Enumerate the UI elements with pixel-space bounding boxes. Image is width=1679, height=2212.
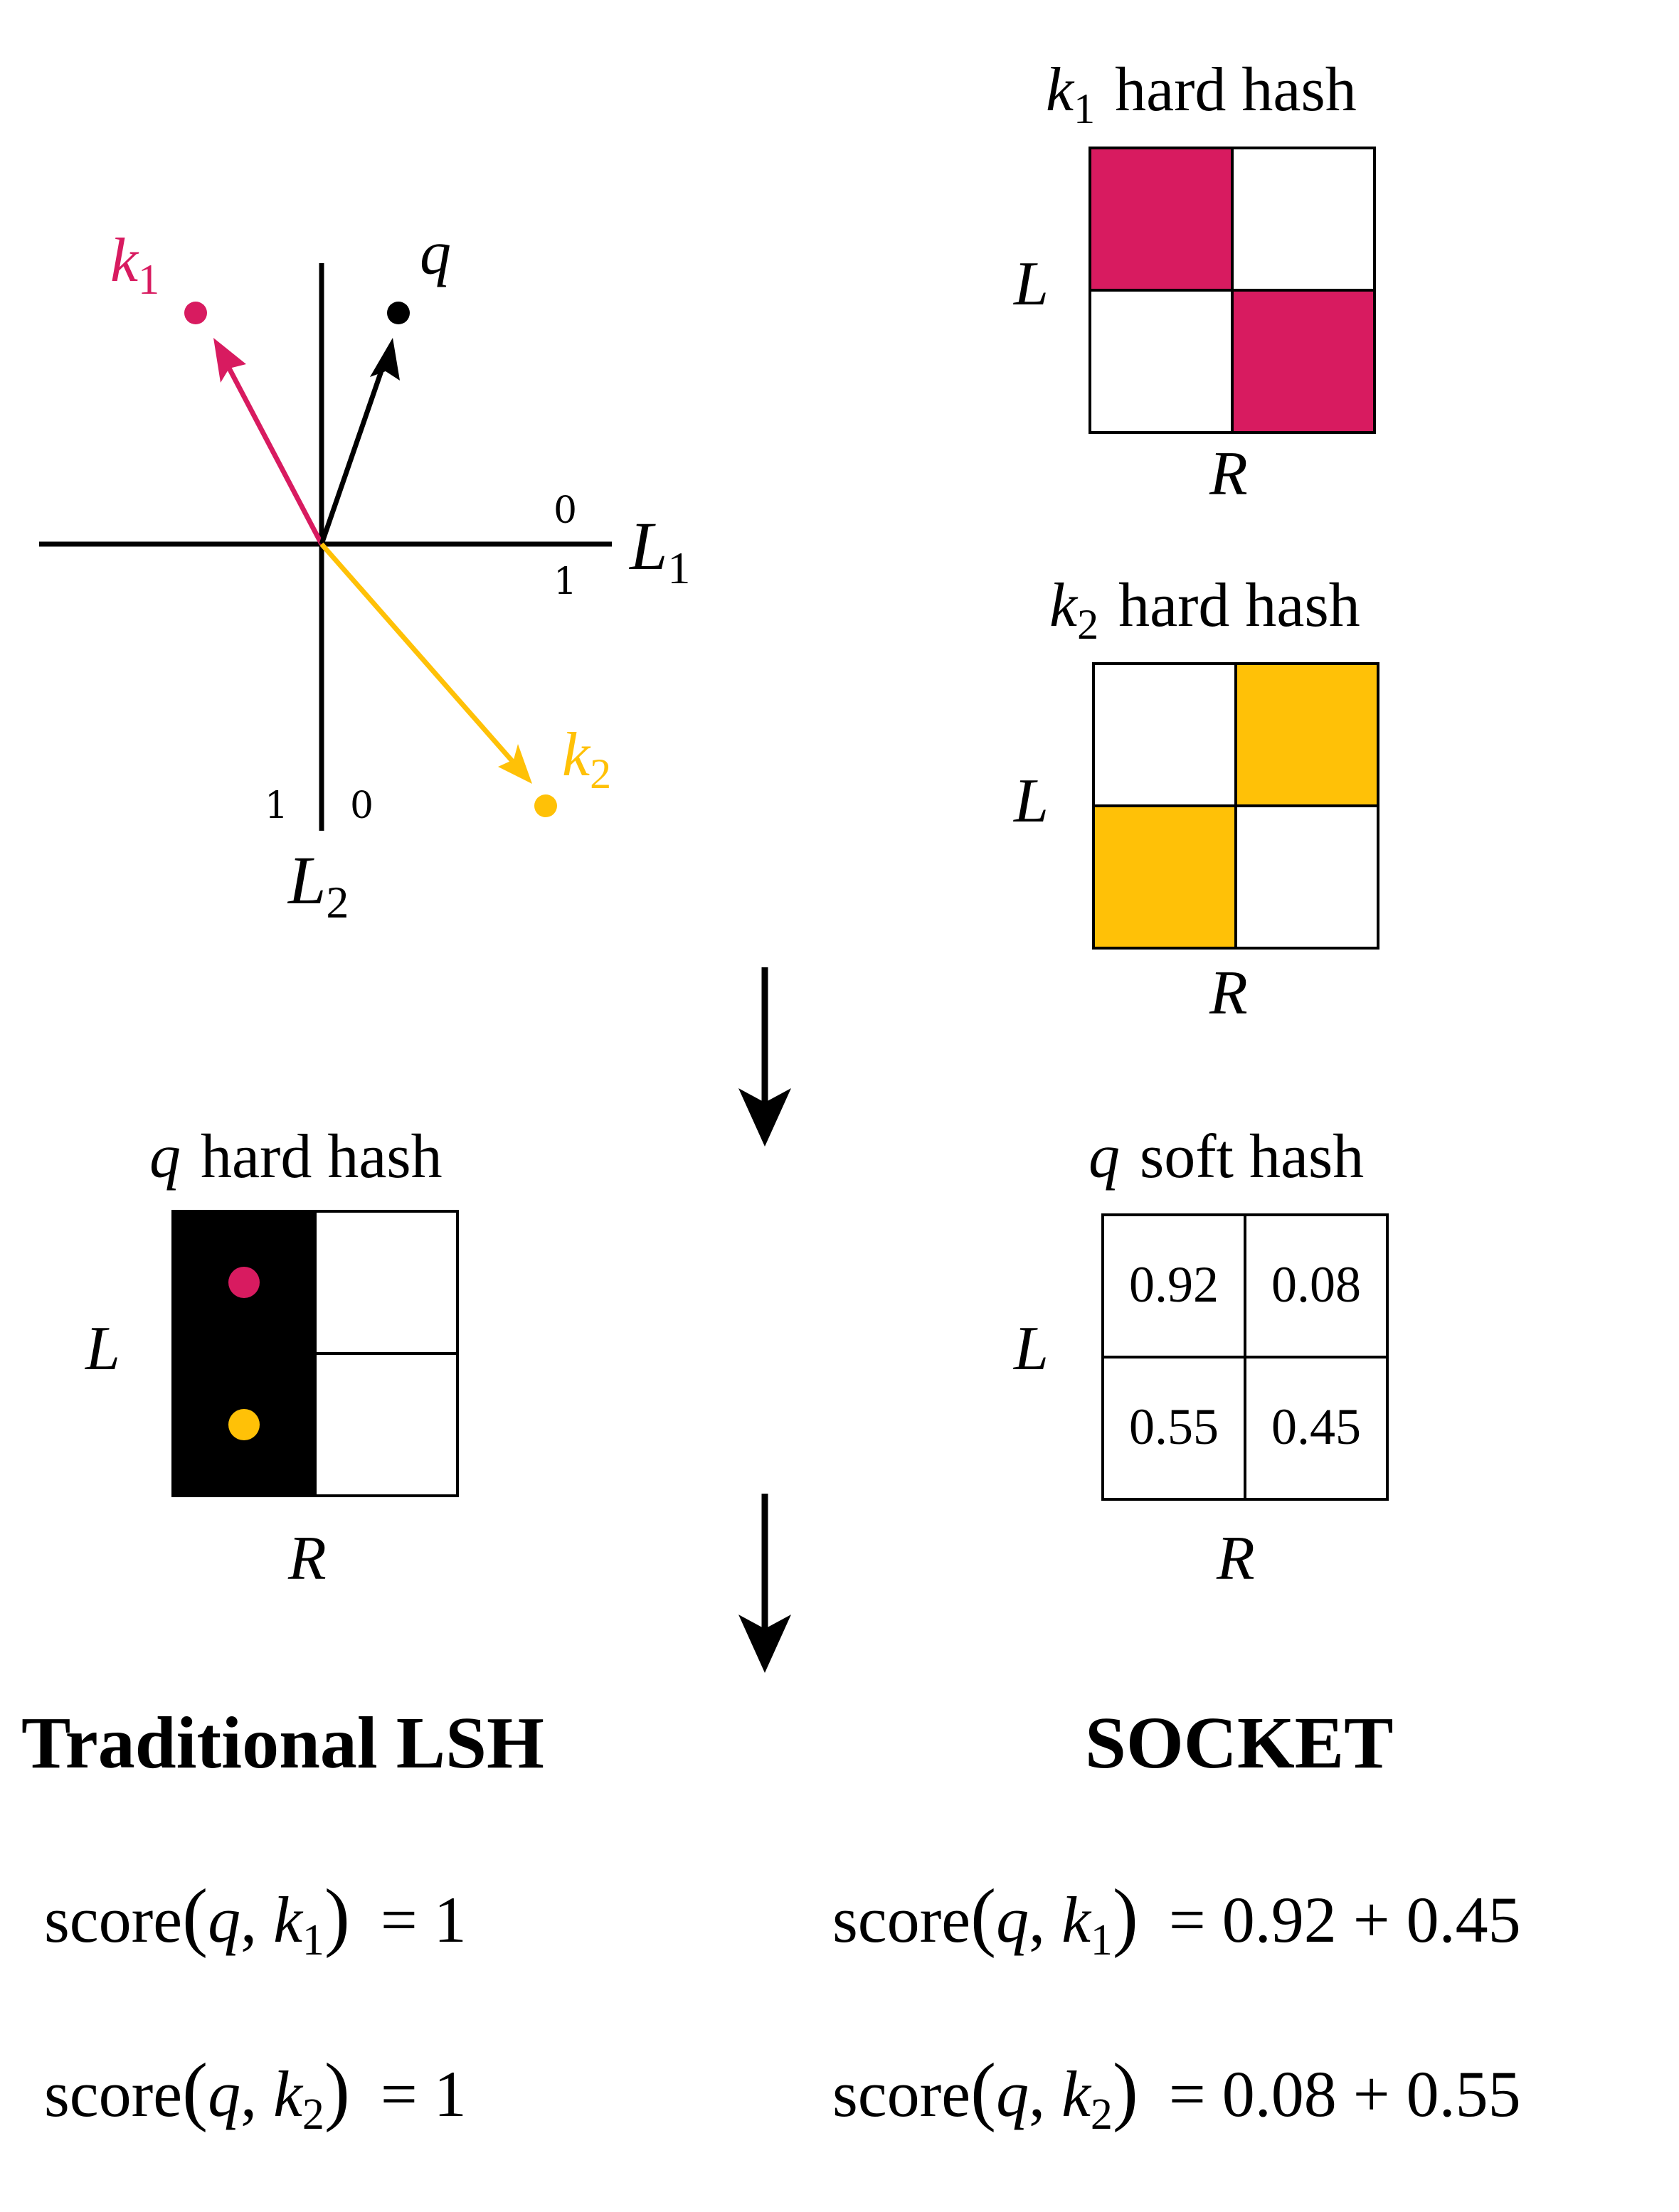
q-hard-k1-dot: [228, 1267, 260, 1298]
k2-vector: [319, 542, 514, 763]
q-soft-value-11: 0.45: [1271, 1398, 1361, 1455]
q-label: q: [420, 219, 451, 288]
k2-label: k2: [562, 721, 611, 797]
k1-cell-01: [1231, 147, 1376, 292]
axis-l2-label: L2: [287, 842, 349, 927]
q-soft-cell-11: [1244, 1356, 1389, 1501]
k2-cell-10: [1092, 804, 1237, 950]
axis-l2-right: 0: [350, 785, 374, 827]
k1-col-label: R: [1209, 440, 1248, 509]
down-arrow-1: [738, 967, 791, 1147]
q-soft-col-label: R: [1216, 1524, 1255, 1593]
axis-l1-label: L1: [628, 508, 690, 593]
q-hard-k2-dot: [228, 1409, 260, 1440]
socket-score-k1: score(q, k1) = 0.92 + 0.45: [832, 1874, 1521, 1964]
k1-point: [184, 302, 207, 324]
k2-cell-01: [1234, 662, 1379, 807]
k1-cell-10: [1089, 289, 1234, 434]
q-soft-row-label: L: [1012, 1314, 1049, 1383]
q-soft-value-01: 0.08: [1271, 1256, 1361, 1313]
k1-cell-00: [1089, 147, 1234, 292]
q-hard-row-label: L: [84, 1314, 120, 1383]
q-soft-value-00: 0.92: [1129, 1256, 1219, 1313]
k2-cell-00: [1092, 662, 1237, 807]
q-vector: [319, 361, 387, 546]
vector-diagram: k1 q k2 0 1 L1 1 0 L2: [39, 219, 690, 927]
q-hard-cell-11: [314, 1352, 459, 1497]
k1-cell-11: [1231, 289, 1376, 434]
q-soft-value-10: 0.55: [1129, 1398, 1219, 1455]
k1-arrowhead: [213, 338, 246, 383]
axis-l1-below: 1: [554, 560, 577, 603]
axis-l2-left: 1: [265, 785, 288, 827]
down-arrow-2: [738, 1494, 791, 1673]
axis-l1-above: 0: [554, 489, 577, 532]
q-hard-cell-01: [314, 1210, 459, 1355]
k2-arrowhead: [498, 744, 532, 784]
q-hard-col-label: R: [287, 1524, 327, 1593]
socket-score-k2: score(q, k2) = 0.08 + 0.55: [832, 2048, 1521, 2139]
k2-point: [534, 794, 557, 817]
k2-cell-11: [1234, 804, 1379, 950]
q-arrowhead: [370, 338, 400, 381]
socket-heading: SOCKET: [1085, 1702, 1393, 1784]
q-soft-cell-10: [1101, 1356, 1246, 1501]
q-point: [387, 302, 410, 324]
lsh-score-k2: score(q, k2) = 1: [44, 2048, 467, 2139]
k1-row-label: L: [1012, 250, 1049, 319]
k1-vector: [223, 361, 324, 546]
k2-row-label: L: [1012, 767, 1049, 836]
k2-col-label: R: [1209, 959, 1248, 1028]
traditional-lsh-heading: Traditional LSH: [21, 1702, 544, 1784]
lsh-score-k1: score(q, k1) = 1: [44, 1874, 467, 1964]
k1-label: k1: [110, 226, 159, 303]
